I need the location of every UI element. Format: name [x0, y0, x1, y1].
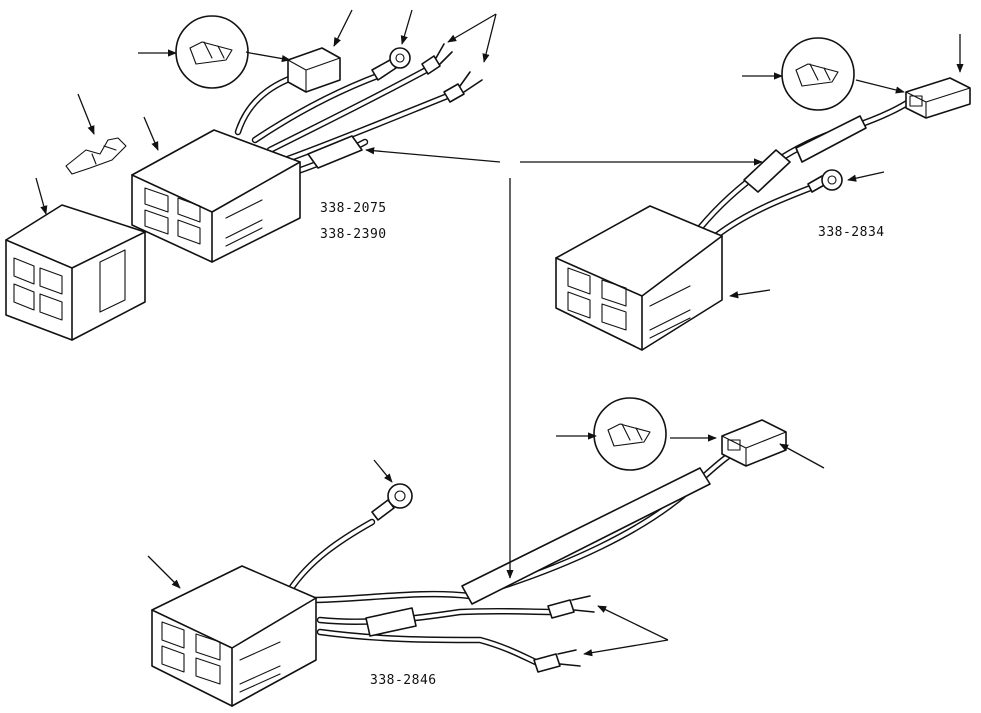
- terminal-detail-bubble: [594, 398, 666, 470]
- ring-terminal: [372, 484, 412, 520]
- plug-connector: [906, 78, 970, 118]
- wire-sleeve: [462, 468, 710, 604]
- connector-housing: [6, 205, 145, 340]
- connector-block: [152, 566, 316, 706]
- ring-terminal: [372, 48, 410, 80]
- wire-sleeve: [796, 116, 866, 162]
- harness-338-2834: 338-2834: [520, 34, 970, 350]
- part-number-label: 338-2846: [370, 673, 437, 688]
- terminal-detail-bubble: [176, 16, 248, 88]
- spade-terminal-1: [548, 596, 594, 618]
- plug-connector: [722, 420, 786, 466]
- spade-terminal-1: [422, 44, 452, 74]
- spade-terminal-2: [534, 650, 580, 672]
- part-number-label: 338-2075: [320, 201, 387, 216]
- part-number-label: 338-2834: [818, 225, 885, 240]
- terminal-detail-bubble: [782, 38, 854, 110]
- plug-connector: [288, 48, 340, 92]
- connector-block: [556, 206, 722, 350]
- harness-wires: [700, 100, 912, 236]
- wire-sleeve: [744, 150, 790, 192]
- wire-sleeve: [366, 608, 416, 636]
- part-number-label: 338-2390: [320, 227, 387, 242]
- ring-terminal: [808, 170, 842, 192]
- harness-338-2075: 338-2075 338-2390: [6, 10, 500, 340]
- loose-pin-terminal: [66, 138, 126, 174]
- spade-terminal-2: [444, 72, 482, 102]
